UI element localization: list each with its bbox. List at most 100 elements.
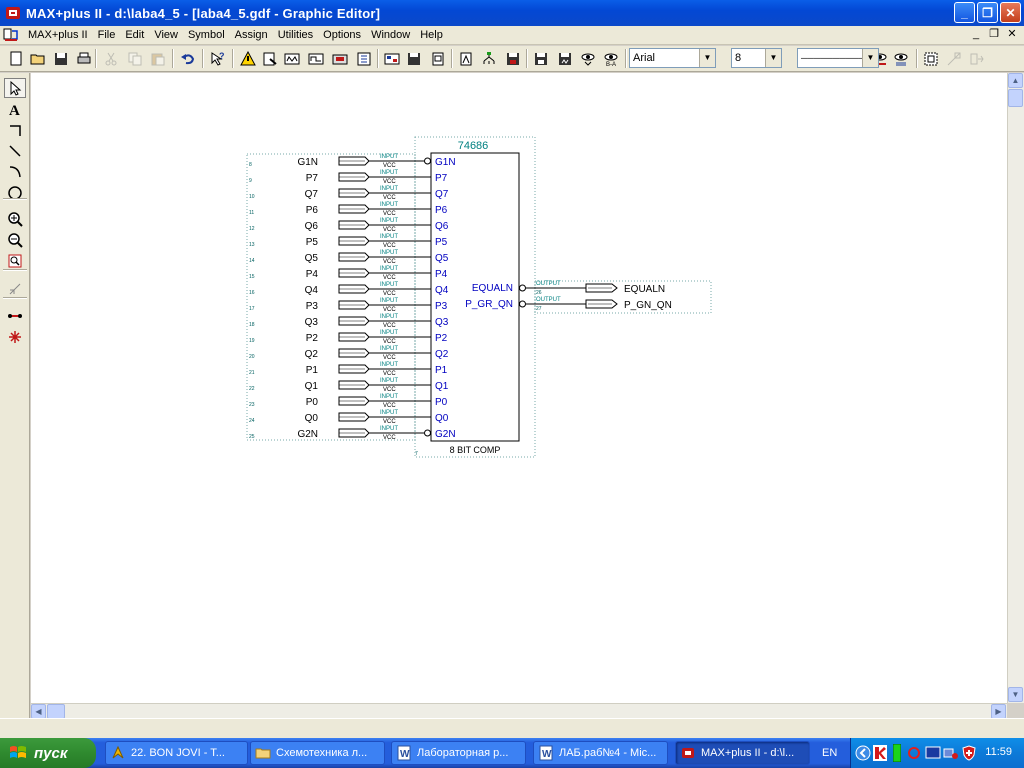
find-eye-button[interactable] — [577, 48, 599, 69]
open-button[interactable] — [27, 48, 49, 69]
copy-button[interactable] — [124, 48, 146, 69]
line-style-select[interactable]: ────────── ▼ — [797, 48, 879, 68]
document-icon[interactable] — [3, 27, 19, 43]
taskbar-item-label: MAX+plus II - d:\l... — [701, 747, 795, 759]
project-save-button[interactable] — [403, 48, 425, 69]
component-pin-label: Q0 — [435, 413, 449, 424]
mdi-restore-button[interactable]: ❐ — [989, 28, 999, 40]
snap-grid-tool[interactable] — [4, 279, 26, 299]
horizontal-scroll-thumb[interactable] — [47, 704, 65, 719]
cut-button[interactable] — [100, 48, 122, 69]
toolbar-separator — [202, 49, 204, 68]
menu-bar: MAX+plus II File Edit View Symbol Assign… — [0, 26, 1024, 45]
taskbar-item-word-report[interactable]: W ЛАБ.раб№4 - Mic... — [533, 741, 668, 765]
simulate-button[interactable] — [281, 48, 303, 69]
display-icon[interactable] — [925, 745, 941, 761]
title-bar[interactable]: MAX+plus II - d:\laba4_5 - [laba4_5.gdf … — [0, 0, 1024, 26]
menu-view[interactable]: View — [154, 29, 178, 41]
close-button[interactable]: ✕ — [1000, 2, 1021, 23]
mdi-minimize-button[interactable]: _ — [972, 28, 980, 40]
arc-tool[interactable] — [4, 162, 26, 182]
disconnect-tool[interactable] — [4, 327, 26, 347]
scroll-left-button[interactable]: ◀ — [31, 704, 46, 719]
inversion-bubble — [519, 300, 526, 308]
chip-button[interactable] — [478, 48, 500, 69]
horizontal-scrollbar[interactable]: ◀ ▶ — [31, 703, 1007, 719]
expand-tray-icon[interactable] — [855, 745, 871, 761]
connection-icon[interactable] — [943, 745, 959, 761]
vertical-scrollbar[interactable]: ▲ ▼ — [1007, 73, 1024, 703]
taskbar-item-folder[interactable]: Схемотехника л... — [250, 741, 385, 765]
rubberband-button[interactable] — [943, 48, 965, 69]
symbol-button[interactable] — [427, 48, 449, 69]
diagonal-line-tool[interactable] — [4, 141, 26, 161]
save-button[interactable] — [50, 48, 72, 69]
menu-help[interactable]: Help — [420, 29, 443, 41]
print-button[interactable] — [73, 48, 95, 69]
minimize-button[interactable]: _ — [954, 2, 975, 23]
find-label-button[interactable] — [890, 48, 912, 69]
undo-button[interactable] — [177, 48, 199, 69]
start-button[interactable]: пуск — [0, 738, 96, 768]
taskbar: пуск 22. BON JOVI - T... Схемотехника л.… — [0, 738, 1024, 768]
fit-window-tool[interactable] — [4, 251, 26, 271]
input-pin-number: 13 — [249, 242, 255, 248]
language-indicator[interactable]: EN — [822, 747, 838, 759]
mdi-close-button[interactable]: ✕ — [1007, 28, 1017, 40]
save-check-button[interactable] — [502, 48, 524, 69]
menu-assign[interactable]: Assign — [234, 29, 268, 41]
menu-options[interactable]: Options — [323, 29, 362, 41]
timing-button[interactable] — [305, 48, 327, 69]
orthogonal-line-tool[interactable] — [4, 120, 26, 140]
hierarchy-button[interactable] — [353, 48, 375, 69]
paste-button[interactable] — [147, 48, 169, 69]
taskbar-item-winamp[interactable]: 22. BON JOVI - T... — [105, 741, 248, 765]
vcc-label: VCC — [383, 387, 396, 393]
warning-button[interactable] — [237, 48, 259, 69]
new-button[interactable] — [5, 48, 27, 69]
input-label: INPUT — [380, 154, 398, 160]
connect-tool[interactable] — [4, 306, 26, 326]
scroll-down-button[interactable]: ▼ — [1008, 687, 1023, 702]
floorplan-button[interactable] — [381, 48, 403, 69]
zoom-in-tool[interactable] — [4, 209, 26, 229]
programmer-button[interactable] — [329, 48, 351, 69]
text-tool[interactable]: A — [4, 99, 26, 119]
scroll-right-button[interactable]: ▶ — [991, 704, 1006, 719]
menu-maxplus[interactable]: MAX+plus II — [28, 29, 88, 41]
include-button[interactable] — [455, 48, 477, 69]
restore-button[interactable]: ❐ — [977, 2, 998, 23]
vertical-scroll-thumb[interactable] — [1008, 89, 1023, 107]
menu-symbol[interactable]: Symbol — [187, 29, 225, 41]
menu-edit[interactable]: Edit — [125, 29, 145, 41]
menu-file[interactable]: File — [97, 29, 116, 41]
ruler-button[interactable] — [920, 48, 942, 69]
component-pin-label: Q2 — [435, 349, 449, 360]
zoom-out-tool[interactable] — [4, 230, 26, 250]
warning-icon — [240, 51, 256, 66]
menu-utilities[interactable]: Utilities — [277, 29, 314, 41]
antivirus-icon[interactable] — [873, 745, 887, 761]
compile-button[interactable] — [259, 48, 281, 69]
taskbar-item-maxplus[interactable]: MAX+plus II - d:\l... — [675, 741, 810, 765]
save-compile-button[interactable] — [530, 48, 552, 69]
font-select[interactable]: Arial ▼ — [629, 48, 716, 68]
font-size-select[interactable]: 8 ▼ — [731, 48, 782, 68]
menu-window[interactable]: Window — [371, 29, 411, 41]
pointer-tool[interactable] — [4, 78, 26, 98]
context-help-button[interactable]: ? — [207, 48, 229, 69]
clock: 11:59 — [985, 746, 1012, 758]
component-pin-label: P3 — [435, 301, 448, 312]
snap-button[interactable] — [966, 48, 988, 69]
utility-icon[interactable] — [907, 745, 921, 761]
taskbar-item-word-lab[interactable]: W Лабораторная р... — [391, 741, 526, 765]
network-status-icon[interactable] — [893, 744, 901, 762]
security-shield-icon[interactable] — [961, 745, 977, 761]
input-pin-number: 16 — [249, 290, 255, 296]
circle-tool[interactable] — [4, 183, 26, 203]
save-simulate-button[interactable] — [554, 48, 576, 69]
find-node-button[interactable]: B-A — [600, 48, 622, 69]
scroll-up-button[interactable]: ▲ — [1008, 73, 1023, 88]
input-pin-number: 14 — [249, 258, 255, 264]
